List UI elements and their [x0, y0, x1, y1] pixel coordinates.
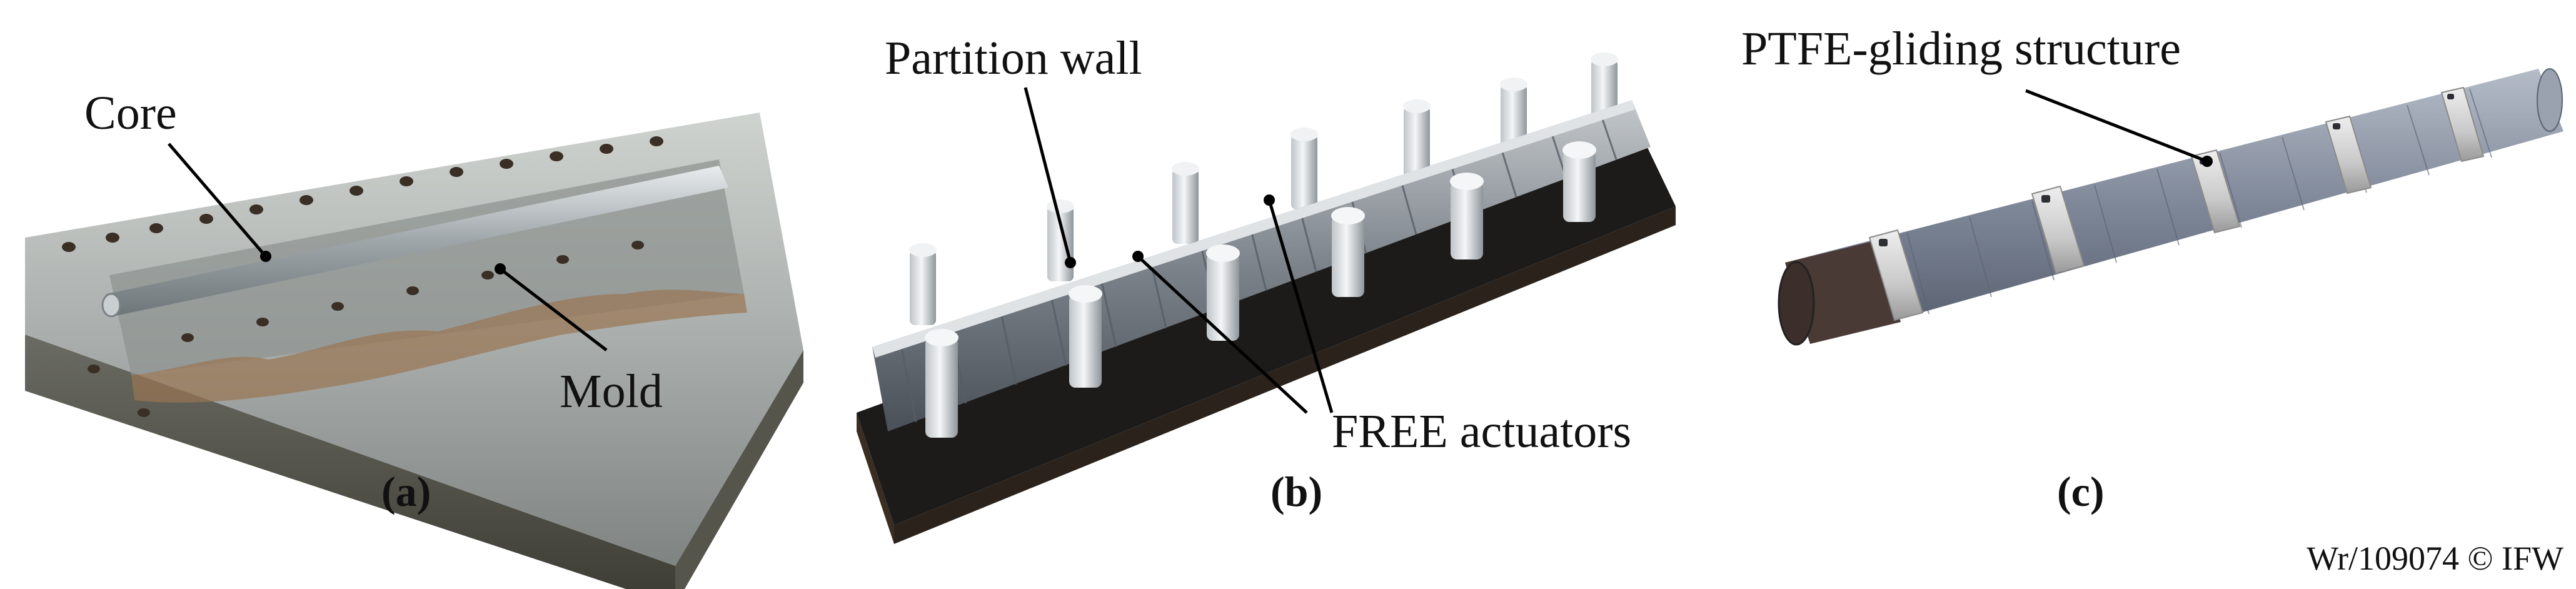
base-board-edge-left — [857, 413, 894, 544]
core-leader-dot — [260, 251, 271, 262]
ptfe-rings — [1868, 86, 2485, 321]
core-leader-line — [168, 143, 267, 258]
caption-c: (c) — [2057, 468, 2105, 515]
mold-leader-dot — [495, 263, 506, 274]
image-credit: Wr/109074 © IFW — [2307, 540, 2563, 577]
base-board-edge-front — [894, 206, 1676, 544]
mold-rust-edge — [131, 289, 747, 403]
front-pins — [925, 141, 1596, 438]
label-partition-wall: Partition wall — [885, 32, 1142, 84]
photo-ptfe-tube — [1778, 68, 2563, 346]
actuator-leader-line-1 — [1137, 255, 1308, 414]
caption-a: (a) — [381, 468, 431, 515]
back-pins — [909, 53, 1618, 325]
actuator-leader-dot-1 — [1132, 251, 1144, 262]
photo-mold — [25, 113, 803, 589]
partition-wall — [872, 100, 1635, 358]
label-core: Core — [84, 87, 177, 139]
tube-end-face — [1778, 261, 1815, 346]
actuator-leader-line-2 — [1267, 199, 1334, 413]
tube-end-coil — [1785, 241, 1901, 344]
caption-b: (b) — [1270, 468, 1323, 515]
mold-holes — [62, 136, 663, 417]
photo-actuator-assembly — [857, 53, 1676, 544]
label-free-actuators: FREE actuators — [1332, 405, 1632, 458]
label-ptfe-gliding-structure: PTFE-gliding structure — [1741, 23, 2181, 75]
partition-leader-line — [1024, 87, 1072, 263]
mold-leader-line — [499, 268, 608, 351]
core-rod — [106, 166, 728, 316]
tube-windings — [1906, 88, 2492, 315]
actuator-leader-dot-2 — [1264, 194, 1275, 206]
ptfe-leader-dot — [2201, 156, 2213, 167]
core-rod-end — [101, 293, 121, 318]
label-mold: Mold — [560, 365, 663, 418]
ptfe-leader-line — [2025, 89, 2208, 163]
tube-far-end — [2537, 68, 2563, 132]
tube-body — [1785, 69, 2563, 344]
mold-end-face — [675, 350, 803, 589]
partition-leader-dot — [1065, 257, 1076, 268]
